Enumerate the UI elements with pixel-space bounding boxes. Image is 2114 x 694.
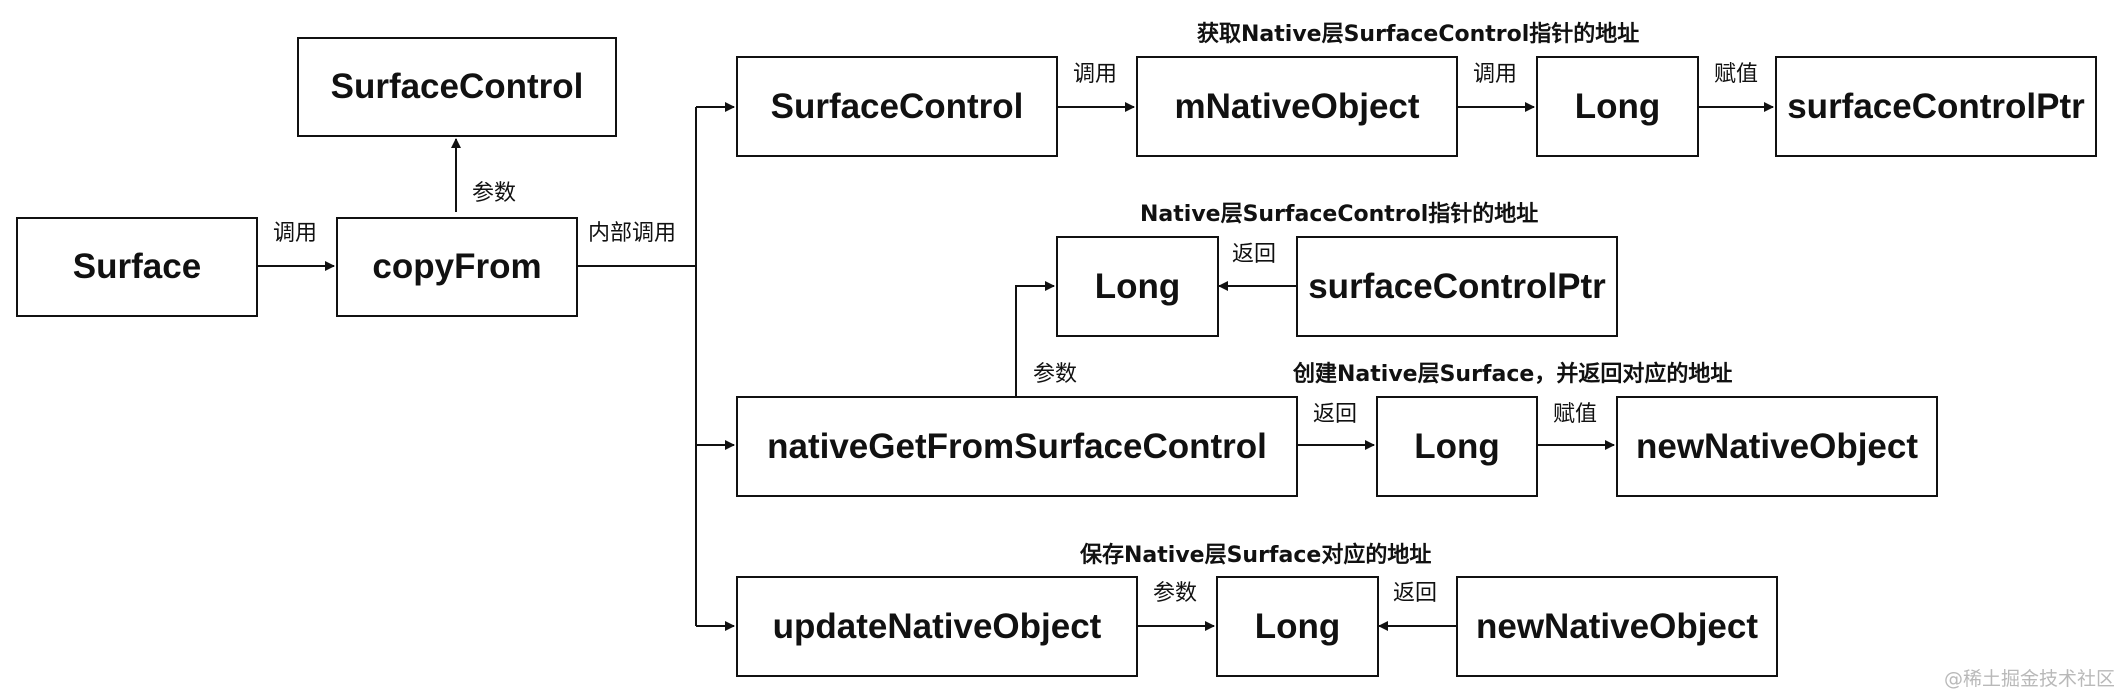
label-long-ptr: 赋值 [1714,62,1759,87]
label-mnative-long: 调用 [1473,62,1518,87]
label-nativeget-return: 返回 [1313,402,1358,427]
node-long-1: Long [1536,56,1699,157]
node-surfacecontrol-param: SurfaceControl [297,37,617,137]
node-newnativeobject-1: newNativeObject [1616,396,1938,497]
label-long-newnative: 赋值 [1553,402,1598,427]
node-copyfrom: copyFrom [336,217,578,317]
label-ptr-long: 返回 [1232,242,1277,267]
label-surface-copyfrom: 调用 [273,221,318,246]
node-surface: Surface [16,217,258,317]
label-copyfrom-internal: 内部调用 [588,221,677,246]
note-row1: 获取Native层SurfaceControl指针的地址 [1197,22,1640,47]
note-row2: Native层SurfaceControl指针的地址 [1140,202,1539,227]
node-newnativeobject-2: newNativeObject [1456,576,1778,677]
edge-nativeget-long-param [1015,281,1055,397]
node-surfacecontrol: SurfaceControl [736,56,1058,157]
watermark: @稀土掘金技术社区 [1944,668,2114,690]
node-long-3: Long [1376,396,1538,497]
node-long-2: Long [1056,236,1219,337]
node-mnativeobject: mNativeObject [1136,56,1458,157]
node-long-4: Long [1216,576,1379,677]
node-surfacecontrolptr-1: surfaceControlPtr [1775,56,2097,157]
label-update-long: 参数 [1153,581,1198,606]
label-nativeget-param: 参数 [1033,362,1078,387]
label-sc-mnative: 调用 [1073,62,1118,87]
note-row4: 保存Native层Surface对应的地址 [1080,543,1432,568]
node-updatenativeobject: updateNativeObject [736,576,1138,677]
node-nativegetfromsurfacecontrol: nativeGetFromSurfaceControl [736,396,1298,497]
label-copyfrom-param: 参数 [472,181,517,206]
node-surfacecontrolptr-2: surfaceControlPtr [1296,236,1618,337]
note-row3: 创建Native层Surface，并返回对应的地址 [1293,362,1733,387]
label-newnative-long: 返回 [1393,581,1438,606]
